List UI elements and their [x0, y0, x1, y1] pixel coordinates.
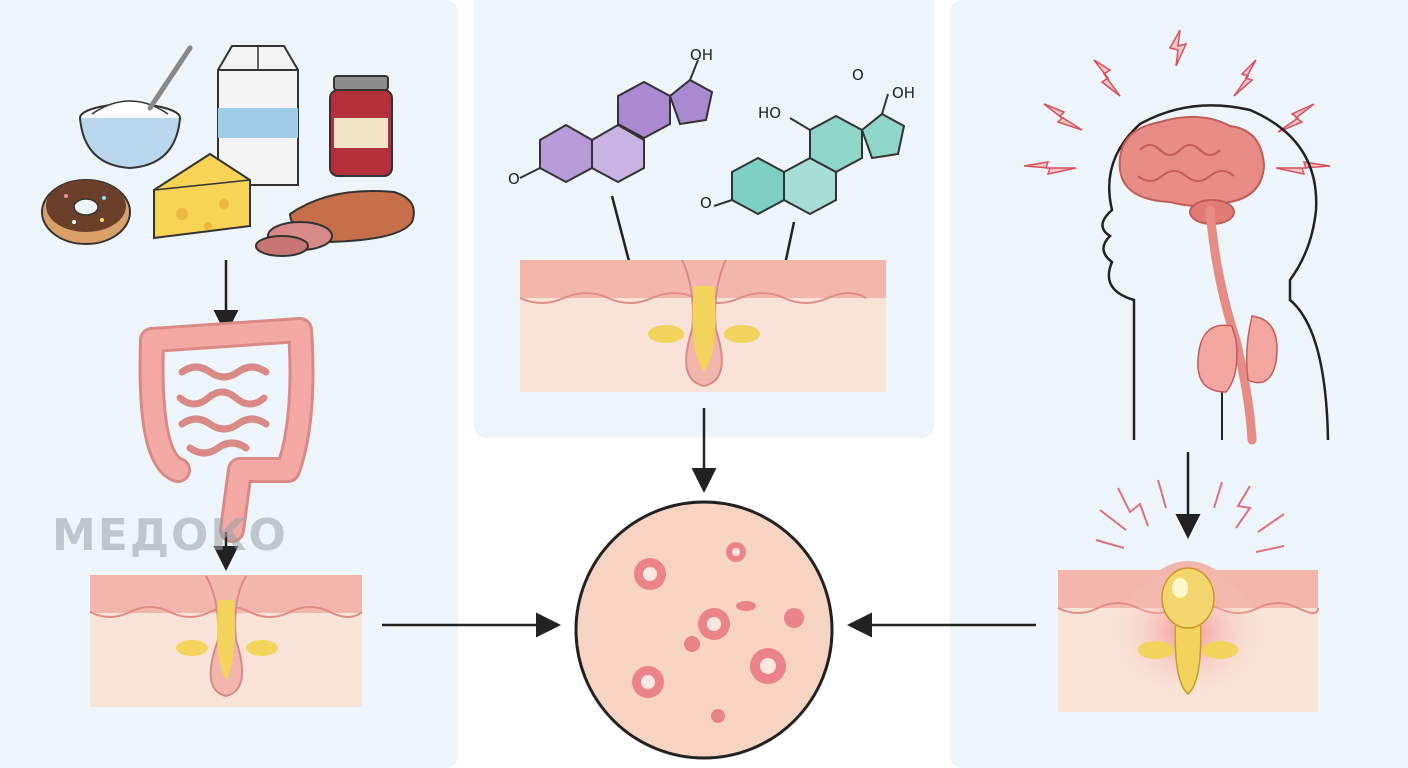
lightning-icon	[1275, 161, 1331, 176]
donut-icon	[41, 179, 131, 245]
lightning-icon	[1277, 103, 1315, 133]
lightning-icon	[1023, 161, 1077, 176]
hair-follicle-icon	[89, 575, 363, 707]
lightning-icons	[1023, 29, 1331, 176]
cheese-icon	[153, 152, 251, 240]
cortisol-hydroxyl-label: HO	[758, 104, 781, 122]
jam-jar-icon	[329, 75, 393, 177]
lungs-icon	[1197, 315, 1278, 393]
watermark-logo: МЕДОКО	[52, 510, 288, 561]
meat-icon	[255, 189, 415, 257]
head-silhouette-icon	[1101, 104, 1330, 441]
milk-carton-icon	[217, 45, 299, 186]
sugar-bowl-icon	[79, 45, 193, 170]
testosterone-molecule-icon	[519, 59, 714, 184]
lightning-icon	[1043, 103, 1083, 131]
lightning-icon	[1093, 59, 1121, 97]
testosterone-ketone-label: O	[508, 170, 520, 188]
acne-skin-circle-icon	[574, 500, 834, 760]
cortisol-carboxyl-o-label: O	[852, 66, 864, 84]
testosterone-hydroxyl-label: OH	[690, 46, 713, 64]
lightning-icon	[1168, 29, 1188, 67]
cortisol-ketone-label: O	[700, 194, 712, 212]
cortisol-carboxyl-label: OH	[892, 84, 915, 102]
intestine-icon	[138, 317, 315, 543]
inflamed-pore-icon	[1057, 561, 1319, 712]
brain-icon	[1118, 115, 1266, 445]
hormone-follicle-icon	[519, 259, 886, 392]
lightning-icon	[1233, 59, 1257, 97]
cortisol-molecule-icon	[713, 93, 906, 216]
stress-rays	[1095, 479, 1285, 553]
